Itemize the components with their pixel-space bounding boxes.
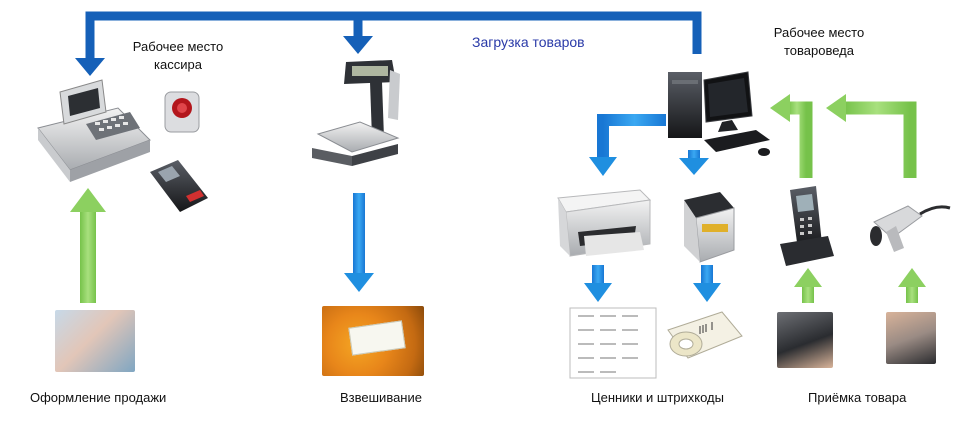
arrow-pc-to-laser-printer <box>589 114 666 176</box>
computer-icon <box>668 71 770 156</box>
arrow-label-printer-to-labels <box>693 265 721 302</box>
label-printer-icon <box>684 192 735 263</box>
weighing-label-sticker <box>348 320 406 356</box>
label-roll-icon <box>667 311 743 359</box>
weighing-process-label: Взвешивание <box>340 390 422 405</box>
goods-upload-label: Загрузка товаров <box>472 34 585 50</box>
arrow-terminal-to-pc <box>770 94 813 178</box>
weighing-photo <box>322 306 424 376</box>
arrow-laser-printer-to-tags <box>584 265 612 302</box>
sale-photo <box>55 310 135 372</box>
arrow-scanner-to-pc <box>826 94 917 178</box>
price-tags-process-label: Ценники и штрихкоды <box>591 390 724 405</box>
label-scale-icon <box>312 60 400 166</box>
arrow-pc-to-label-printer <box>679 150 709 175</box>
sale-process-label: Оформление продажи <box>30 390 167 405</box>
laser-printer-icon <box>557 189 652 257</box>
price-tags-icon <box>569 307 657 379</box>
barcode-scanner-icon <box>164 91 200 133</box>
handheld-scanner-icon <box>870 205 951 252</box>
arrow-receiving-photo2-up <box>898 268 926 303</box>
merchandiser-workplace-label: Рабочее место товароведа <box>773 25 865 58</box>
goods-upload-flow <box>75 11 702 76</box>
arrow-scale-to-label <box>344 193 374 292</box>
pos-terminal-icon <box>37 79 151 182</box>
cashier-workplace-label: Рабочее место кассира <box>132 39 224 72</box>
receiving-process-label: Приёмка товара <box>808 390 907 405</box>
card-reader-icon <box>150 160 208 212</box>
arrow-receiving-photo1-up <box>794 268 822 303</box>
receiving-photo-scanner <box>886 312 936 364</box>
data-terminal-icon <box>780 186 834 266</box>
receiving-photo-terminal <box>777 312 833 368</box>
arrow-sale-to-cashier <box>70 188 106 303</box>
